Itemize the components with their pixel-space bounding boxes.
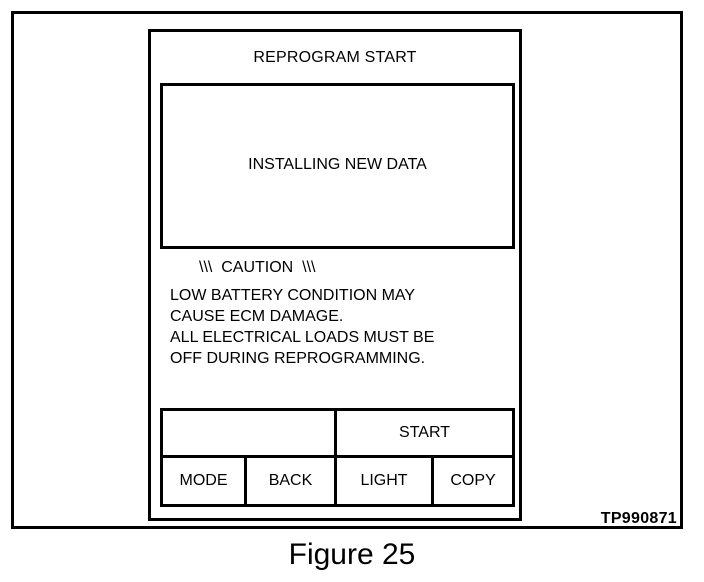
softkey-blank[interactable] xyxy=(163,411,337,458)
caution-line: LOW BATTERY CONDITION MAY xyxy=(170,287,416,304)
copy-button[interactable]: COPY xyxy=(450,472,496,489)
caution-heading: \\\ CAUTION \\\ xyxy=(199,259,316,276)
back-button[interactable]: BACK xyxy=(247,458,337,504)
message-box: INSTALLING NEW DATA xyxy=(160,83,515,249)
softkey-panel: START MODE BACK LIGHT COPY xyxy=(160,408,515,507)
scan-tool-screen: REPROGRAM START INSTALLING NEW DATA \\\ … xyxy=(148,29,522,521)
light-button[interactable]: LIGHT xyxy=(337,458,434,504)
figure-caption: Figure 25 xyxy=(288,538,416,571)
caution-line: ALL ELECTRICAL LOADS MUST BE xyxy=(170,329,435,346)
figure-code: TP990871 xyxy=(600,510,677,527)
screen-title: REPROGRAM START xyxy=(253,49,417,66)
start-button[interactable]: START xyxy=(337,411,512,458)
figure-frame xyxy=(11,11,683,529)
caution-line: CAUSE ECM DAMAGE. xyxy=(170,308,344,325)
caution-text: LOW BATTERY CONDITION MAY CAUSE ECM DAMA… xyxy=(170,285,434,369)
mode-button[interactable]: MODE xyxy=(163,458,247,504)
status-message: INSTALLING NEW DATA xyxy=(248,156,427,173)
caution-line: OFF DURING REPROGRAMMING. xyxy=(170,350,426,367)
